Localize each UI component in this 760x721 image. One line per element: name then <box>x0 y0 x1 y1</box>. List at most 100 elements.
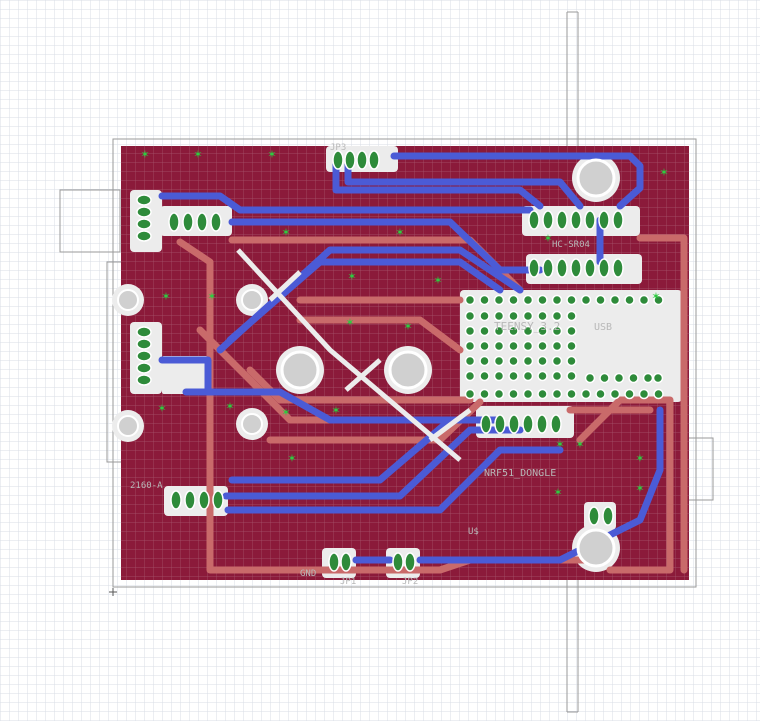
pad[interactable] <box>653 294 664 306</box>
pad[interactable] <box>479 325 490 337</box>
pad[interactable] <box>508 340 519 352</box>
pad[interactable] <box>537 310 548 322</box>
pad[interactable] <box>493 294 505 306</box>
pad[interactable] <box>182 212 194 232</box>
pad[interactable] <box>595 388 606 400</box>
pad[interactable] <box>628 372 639 384</box>
pad[interactable] <box>136 206 152 218</box>
pad[interactable] <box>598 210 610 230</box>
pad[interactable] <box>136 338 152 350</box>
pad[interactable] <box>638 388 650 400</box>
pad[interactable] <box>537 325 548 337</box>
pad[interactable] <box>522 370 534 382</box>
pad[interactable] <box>340 552 352 572</box>
pad[interactable] <box>170 490 182 510</box>
pad[interactable] <box>464 355 476 367</box>
pad[interactable] <box>508 294 519 306</box>
pad[interactable] <box>136 194 152 206</box>
pad[interactable] <box>493 370 505 382</box>
pad[interactable] <box>566 355 577 367</box>
pad[interactable] <box>210 212 222 232</box>
pad[interactable] <box>624 294 635 306</box>
pad[interactable] <box>508 388 519 400</box>
pad[interactable] <box>479 370 490 382</box>
pad[interactable] <box>493 310 505 322</box>
pad[interactable] <box>609 388 621 400</box>
pad[interactable] <box>580 294 592 306</box>
pad[interactable] <box>566 325 577 337</box>
pad[interactable] <box>479 310 490 322</box>
pad[interactable] <box>595 294 606 306</box>
pad[interactable] <box>551 294 563 306</box>
pad[interactable] <box>479 340 490 352</box>
pad[interactable] <box>556 258 568 278</box>
pad[interactable] <box>508 370 519 382</box>
pad[interactable] <box>537 294 548 306</box>
pad[interactable] <box>392 552 404 572</box>
pad[interactable] <box>136 350 152 362</box>
pad[interactable] <box>566 294 577 306</box>
pad[interactable] <box>368 150 380 170</box>
pad[interactable] <box>652 372 664 384</box>
pad[interactable] <box>551 355 563 367</box>
pad[interactable] <box>522 355 534 367</box>
pad[interactable] <box>493 340 505 352</box>
pad[interactable] <box>598 258 610 278</box>
pad[interactable] <box>537 355 548 367</box>
pad[interactable] <box>536 414 548 434</box>
pad[interactable] <box>479 355 490 367</box>
pad[interactable] <box>551 325 563 337</box>
pad[interactable] <box>566 340 577 352</box>
pad[interactable] <box>344 150 356 170</box>
pad[interactable] <box>480 414 492 434</box>
pad[interactable] <box>494 414 506 434</box>
pad[interactable] <box>136 218 152 230</box>
pad[interactable] <box>613 372 625 384</box>
pad[interactable] <box>551 310 563 322</box>
component-pads[interactable] <box>136 150 664 572</box>
pad[interactable] <box>464 325 476 337</box>
pad[interactable] <box>493 388 505 400</box>
pad[interactable] <box>550 414 562 434</box>
pad[interactable] <box>328 552 340 572</box>
pad[interactable] <box>522 310 534 322</box>
pad[interactable] <box>136 326 152 338</box>
pad[interactable] <box>638 294 650 306</box>
pad[interactable] <box>551 388 563 400</box>
pad[interactable] <box>537 370 548 382</box>
pad[interactable] <box>479 294 490 306</box>
pad[interactable] <box>184 490 196 510</box>
pad[interactable] <box>508 355 519 367</box>
pad[interactable] <box>522 340 534 352</box>
pad[interactable] <box>566 388 577 400</box>
pad[interactable] <box>528 210 540 230</box>
pad[interactable] <box>612 210 624 230</box>
pad[interactable] <box>212 490 224 510</box>
pad[interactable] <box>479 388 490 400</box>
pad[interactable] <box>522 414 534 434</box>
pad[interactable] <box>493 355 505 367</box>
pad[interactable] <box>522 325 534 337</box>
pad[interactable] <box>580 388 592 400</box>
pad[interactable] <box>508 310 519 322</box>
pad[interactable] <box>584 372 596 384</box>
pad[interactable] <box>196 212 208 232</box>
pad[interactable] <box>537 388 548 400</box>
pad[interactable] <box>464 370 476 382</box>
pad[interactable] <box>642 372 654 384</box>
pad[interactable] <box>136 362 152 374</box>
pad[interactable] <box>493 325 505 337</box>
pad[interactable] <box>168 212 180 232</box>
pad[interactable] <box>198 490 210 510</box>
pad[interactable] <box>356 150 368 170</box>
pad[interactable] <box>464 340 476 352</box>
pad[interactable] <box>542 258 554 278</box>
pad[interactable] <box>136 230 152 242</box>
pad[interactable] <box>566 310 577 322</box>
pad[interactable] <box>528 258 540 278</box>
pad[interactable] <box>570 210 582 230</box>
pad[interactable] <box>522 388 534 400</box>
pad[interactable] <box>602 506 614 526</box>
pad[interactable] <box>599 372 610 384</box>
